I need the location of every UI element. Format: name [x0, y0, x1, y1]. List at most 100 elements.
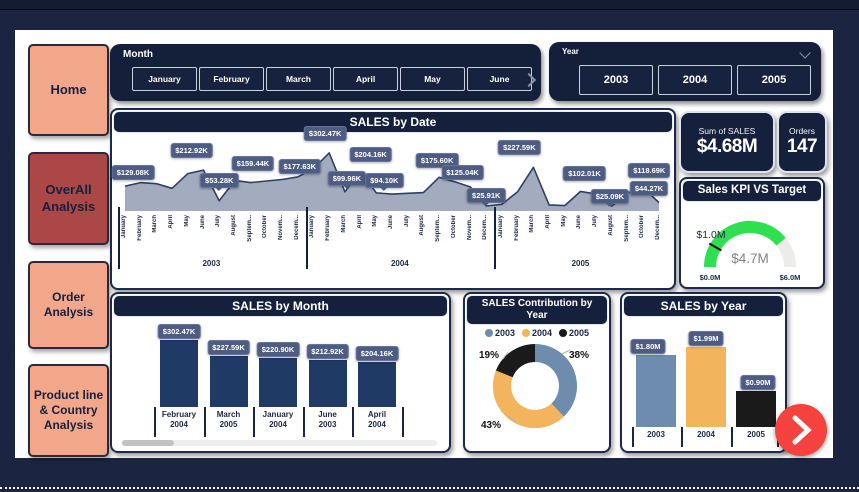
scrollbar-thumb[interactable] — [122, 440, 174, 446]
orders-card: Orders 147 — [777, 111, 827, 173]
x-axis-label: April — [545, 215, 552, 230]
sidebar-item-overall-analysis[interactable]: OverAll Analysis — [28, 152, 109, 245]
donut-pct-2004: 43% — [481, 420, 502, 431]
bar[interactable] — [736, 391, 776, 427]
bar[interactable] — [308, 359, 347, 407]
category-label: 2003 — [647, 430, 665, 439]
x-axis-label: January — [121, 215, 127, 239]
x-axis-label: June — [199, 215, 206, 230]
month-option-january[interactable]: January — [132, 67, 197, 91]
legend-dot-2005 — [559, 329, 568, 337]
axis-tick — [352, 407, 354, 437]
data-label: $175.60K — [415, 152, 459, 168]
bar[interactable] — [160, 339, 198, 407]
data-label: $227.59K — [498, 139, 541, 155]
svg-text:$6.0M: $6.0M — [780, 273, 801, 282]
sidebar-item-label: Product line & Country Analysis — [33, 388, 104, 432]
x-axis-label: January — [497, 215, 504, 239]
horizontal-scrollbar[interactable] — [122, 440, 437, 446]
data-label: $99.96K — [327, 171, 367, 190]
x-axis-label: February — [513, 215, 520, 242]
bar[interactable] — [209, 356, 248, 407]
data-label: $0.90M — [740, 375, 776, 390]
month-option-april[interactable]: April — [333, 67, 398, 91]
donut-pct-2003: 38% — [569, 350, 590, 361]
sidebar-item-label: OverAll Analysis — [41, 182, 96, 214]
bar[interactable] — [636, 355, 676, 427]
data-label: $177.63K — [278, 159, 322, 175]
year-axis-label: 2004 — [390, 259, 409, 269]
sidebar-item-product-country-analysis[interactable]: Product line & Country Analysis — [28, 364, 109, 457]
month-option-march[interactable]: March — [266, 67, 331, 91]
data-label: $204.16K — [349, 147, 392, 163]
x-axis-label: August — [607, 215, 614, 237]
legend-item-2004[interactable]: 2004 — [521, 328, 553, 338]
sidebar-item-order-analysis[interactable]: Order Analysis — [28, 261, 109, 349]
year-slicer-title: Year — [562, 47, 579, 56]
sales-contribution-by-year-panel: SALES Contribution by Year 2003 2004 200… — [463, 292, 611, 453]
year-option-2003[interactable]: 2003 — [579, 65, 653, 95]
data-label: $118.69K — [628, 162, 671, 178]
orders-value: 147 — [786, 136, 818, 157]
data-label: $44.27K — [629, 180, 669, 196]
sales-by-date-chart[interactable]: $129.08K$212.92K$53.28K$159.44K$177.63K$… — [111, 126, 671, 283]
sidebar-item-label: Order Analysis — [43, 290, 94, 319]
sales-by-date-title: SALES by Date — [113, 111, 673, 134]
sidebar-item-home[interactable]: Home — [28, 44, 109, 136]
donut-chart[interactable] — [465, 342, 605, 447]
year-options: 2003 2004 2005 — [579, 65, 811, 95]
x-axis-label: Septem... — [435, 215, 442, 243]
bottom-dotted-divider — [0, 487, 859, 489]
data-label: $1.80M — [630, 339, 666, 354]
x-axis-label: Novem... — [278, 215, 285, 241]
legend-item-2003[interactable]: 2003 — [484, 328, 515, 338]
x-axis-label: July — [592, 215, 599, 228]
axis-tick — [204, 407, 206, 437]
category-label: 2005 — [747, 430, 765, 439]
legend-label: 2004 — [531, 328, 553, 338]
data-label: $1.99M — [688, 331, 724, 347]
year-option-2005[interactable]: 2005 — [737, 65, 811, 95]
bar[interactable] — [358, 361, 396, 407]
x-axis-label: April — [356, 215, 363, 230]
x-axis-label: January — [309, 215, 316, 239]
x-axis-label: Septem... — [246, 215, 253, 243]
month-option-june[interactable]: June — [467, 67, 532, 91]
sales-by-date-axis: January February March April May June July Augu… — [115, 213, 671, 273]
category-label: March 2005 — [216, 410, 241, 430]
data-label: $129.08K — [111, 164, 155, 180]
next-page-button[interactable] — [775, 404, 827, 456]
legend-dot-2004 — [521, 329, 530, 337]
x-axis-label: October — [262, 215, 269, 239]
year-option-2004[interactable]: 2004 — [658, 65, 732, 95]
bar[interactable] — [686, 347, 726, 427]
axis-tick — [632, 427, 634, 447]
sum-of-sales-value: $4.68M — [696, 136, 758, 157]
data-label: $94.10K — [365, 173, 404, 192]
month-option-may[interactable]: May — [400, 67, 465, 91]
sales-kpi-vs-target-panel: Sales KPI VS Target $1.0M$4.7M$0.0M$6.0M — [679, 177, 825, 289]
x-axis-label: March — [529, 215, 536, 234]
data-label: $53.28K — [200, 173, 239, 192]
sales-by-month-title: SALES by Month — [113, 295, 448, 318]
year-axis-label: 2005 — [571, 259, 590, 269]
sales-by-year-title: SALES by Year — [623, 295, 784, 318]
sales-by-date-plot[interactable]: $129.08K$212.92K$53.28K$159.44K$177.63K$… — [111, 126, 671, 213]
data-label: $25.91K — [467, 188, 506, 207]
x-axis-label: May — [560, 215, 567, 228]
axis-tick — [253, 407, 255, 437]
category-label: April 2004 — [367, 410, 387, 430]
gauge-chart[interactable]: $1.0M$4.7M$0.0M$6.0M — [681, 205, 819, 285]
top-bar — [0, 0, 859, 10]
sum-of-sales-label: Sum of SALES — [698, 126, 756, 136]
legend-item-2005[interactable]: 2005 — [559, 328, 589, 338]
month-option-february[interactable]: February — [199, 67, 264, 91]
month-slicer-title: Month — [123, 49, 153, 60]
x-axis-label: May — [372, 215, 379, 228]
axis-tick — [731, 427, 733, 447]
bar[interactable] — [259, 357, 297, 407]
